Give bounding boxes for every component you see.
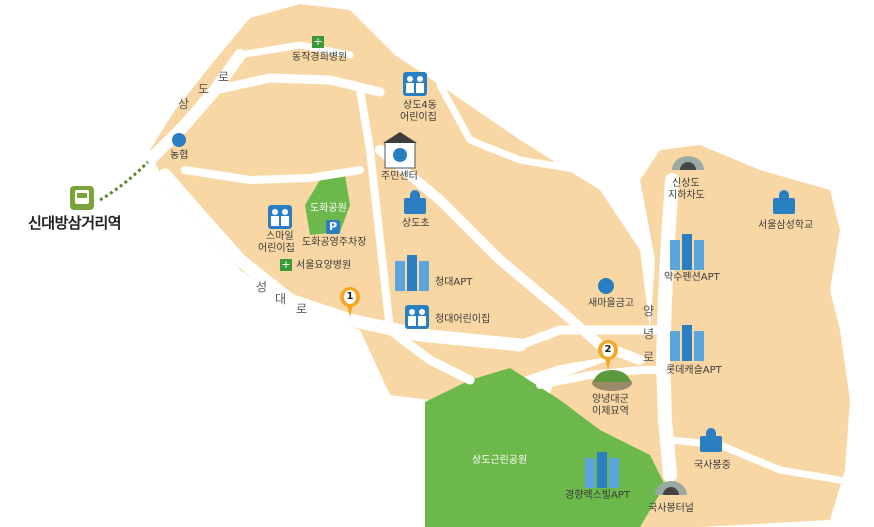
bank-icon xyxy=(172,133,186,147)
school-icon xyxy=(700,428,722,452)
station-name: 신대방삼거리역 xyxy=(28,214,122,232)
label-dohwa-park: 도화공원 xyxy=(310,203,347,214)
label-sindo-tunnel-1: 신상도 xyxy=(672,178,700,189)
road-label-sangdo-1: 상 xyxy=(178,97,190,111)
apartment-icon xyxy=(670,325,706,361)
road-north2 xyxy=(236,41,354,59)
label-sangdo-elem: 상도초 xyxy=(402,218,430,229)
road-seongdae xyxy=(158,168,527,352)
subway-icon[interactable] xyxy=(70,186,94,210)
tunnel-guksabong-icon xyxy=(655,481,687,495)
marker-1-label: 1 xyxy=(344,290,356,304)
hospital-icon: + xyxy=(280,258,292,271)
label-community-center: 주민센터 xyxy=(381,171,418,182)
label-cheongdae-apt: 청대APT xyxy=(435,277,473,288)
road-label-yangnyeong-2: 녕 xyxy=(643,327,655,341)
road-lower2 xyxy=(385,325,475,385)
daycare-icon xyxy=(268,205,292,229)
road-connector xyxy=(515,325,668,350)
label-yaksu-apt: 약수펜션APT xyxy=(664,272,720,283)
road-label-yangnyeong-3: 로 xyxy=(643,350,655,364)
label-daycare-sangdo4-2: 어린이집 xyxy=(400,112,437,123)
station-connector xyxy=(99,160,150,202)
label-guksabong-middle: 국사봉중 xyxy=(694,460,731,471)
label-gyeongnam-apt: 경향렉스빌APT xyxy=(565,490,630,501)
apartment-icon xyxy=(585,452,621,488)
label-dohwa-parking: 도화공영주차장 xyxy=(302,237,367,248)
label-sindo-tunnel-2: 지하차도 xyxy=(668,190,705,201)
daycare-icon xyxy=(405,305,429,329)
bank-icon xyxy=(598,278,614,294)
marker-2-label: 2 xyxy=(602,343,614,357)
tunnel-sindo-icon xyxy=(672,156,704,170)
road-north-east xyxy=(436,81,634,179)
label-cheongdae-daycare: 청대어린이집 xyxy=(435,314,491,325)
apartment-icon xyxy=(395,255,431,291)
apartment-icon xyxy=(670,234,706,270)
daycare-icon xyxy=(403,72,427,96)
label-daycare-sangdo4-1: 상도4동 xyxy=(403,100,437,111)
road-sangdo xyxy=(144,49,246,166)
label-guksabong-tunnel: 국사봉터널 xyxy=(648,503,694,514)
location-marker-icon[interactable]: 1 xyxy=(340,287,360,319)
school-icon xyxy=(404,190,426,214)
road-label-seongdae-2: 대 xyxy=(275,292,287,306)
label-sangdo-park: 상도근린공원 xyxy=(472,455,528,466)
hospital-icon: + xyxy=(312,35,324,48)
parking-icon: P xyxy=(326,220,340,234)
label-smile-daycare-1: 스마일 xyxy=(266,231,294,242)
tomb-icon xyxy=(592,370,632,391)
label-yangnyeong-tomb-2: 이제묘역 xyxy=(592,406,629,417)
road-north1 xyxy=(210,73,385,97)
label-yangnyeong-tomb-1: 양녕대군 xyxy=(592,394,629,405)
label-hospital1: 동작경희병원 xyxy=(292,52,348,63)
road-label-sangdo-2: 도 xyxy=(198,82,210,96)
road-label-seongdae-3: 로 xyxy=(296,302,308,316)
road-east xyxy=(666,436,844,484)
road-label-yangnyeong-1: 양 xyxy=(643,304,655,318)
label-seoul-school: 서울삼성학교 xyxy=(758,220,814,231)
location-marker-icon[interactable]: 2 xyxy=(598,340,618,372)
label-saemaeul: 새마을금고 xyxy=(588,298,634,309)
label-smile-daycare-2: 어린이집 xyxy=(258,243,295,254)
label-nonghyup: 농협 xyxy=(170,150,189,161)
community-center-icon xyxy=(383,132,417,169)
label-seoul-nursing: 서울요양병원 xyxy=(296,260,352,271)
road-label-sangdo-3: 로 xyxy=(218,70,230,84)
road-mid1 xyxy=(181,166,364,184)
school-icon xyxy=(773,190,795,214)
land-west xyxy=(150,4,650,400)
label-lotte-apt: 롯데캐슬APT xyxy=(666,365,722,376)
road-label-seongdae-1: 성 xyxy=(256,280,268,294)
road-mid2 xyxy=(356,86,394,334)
